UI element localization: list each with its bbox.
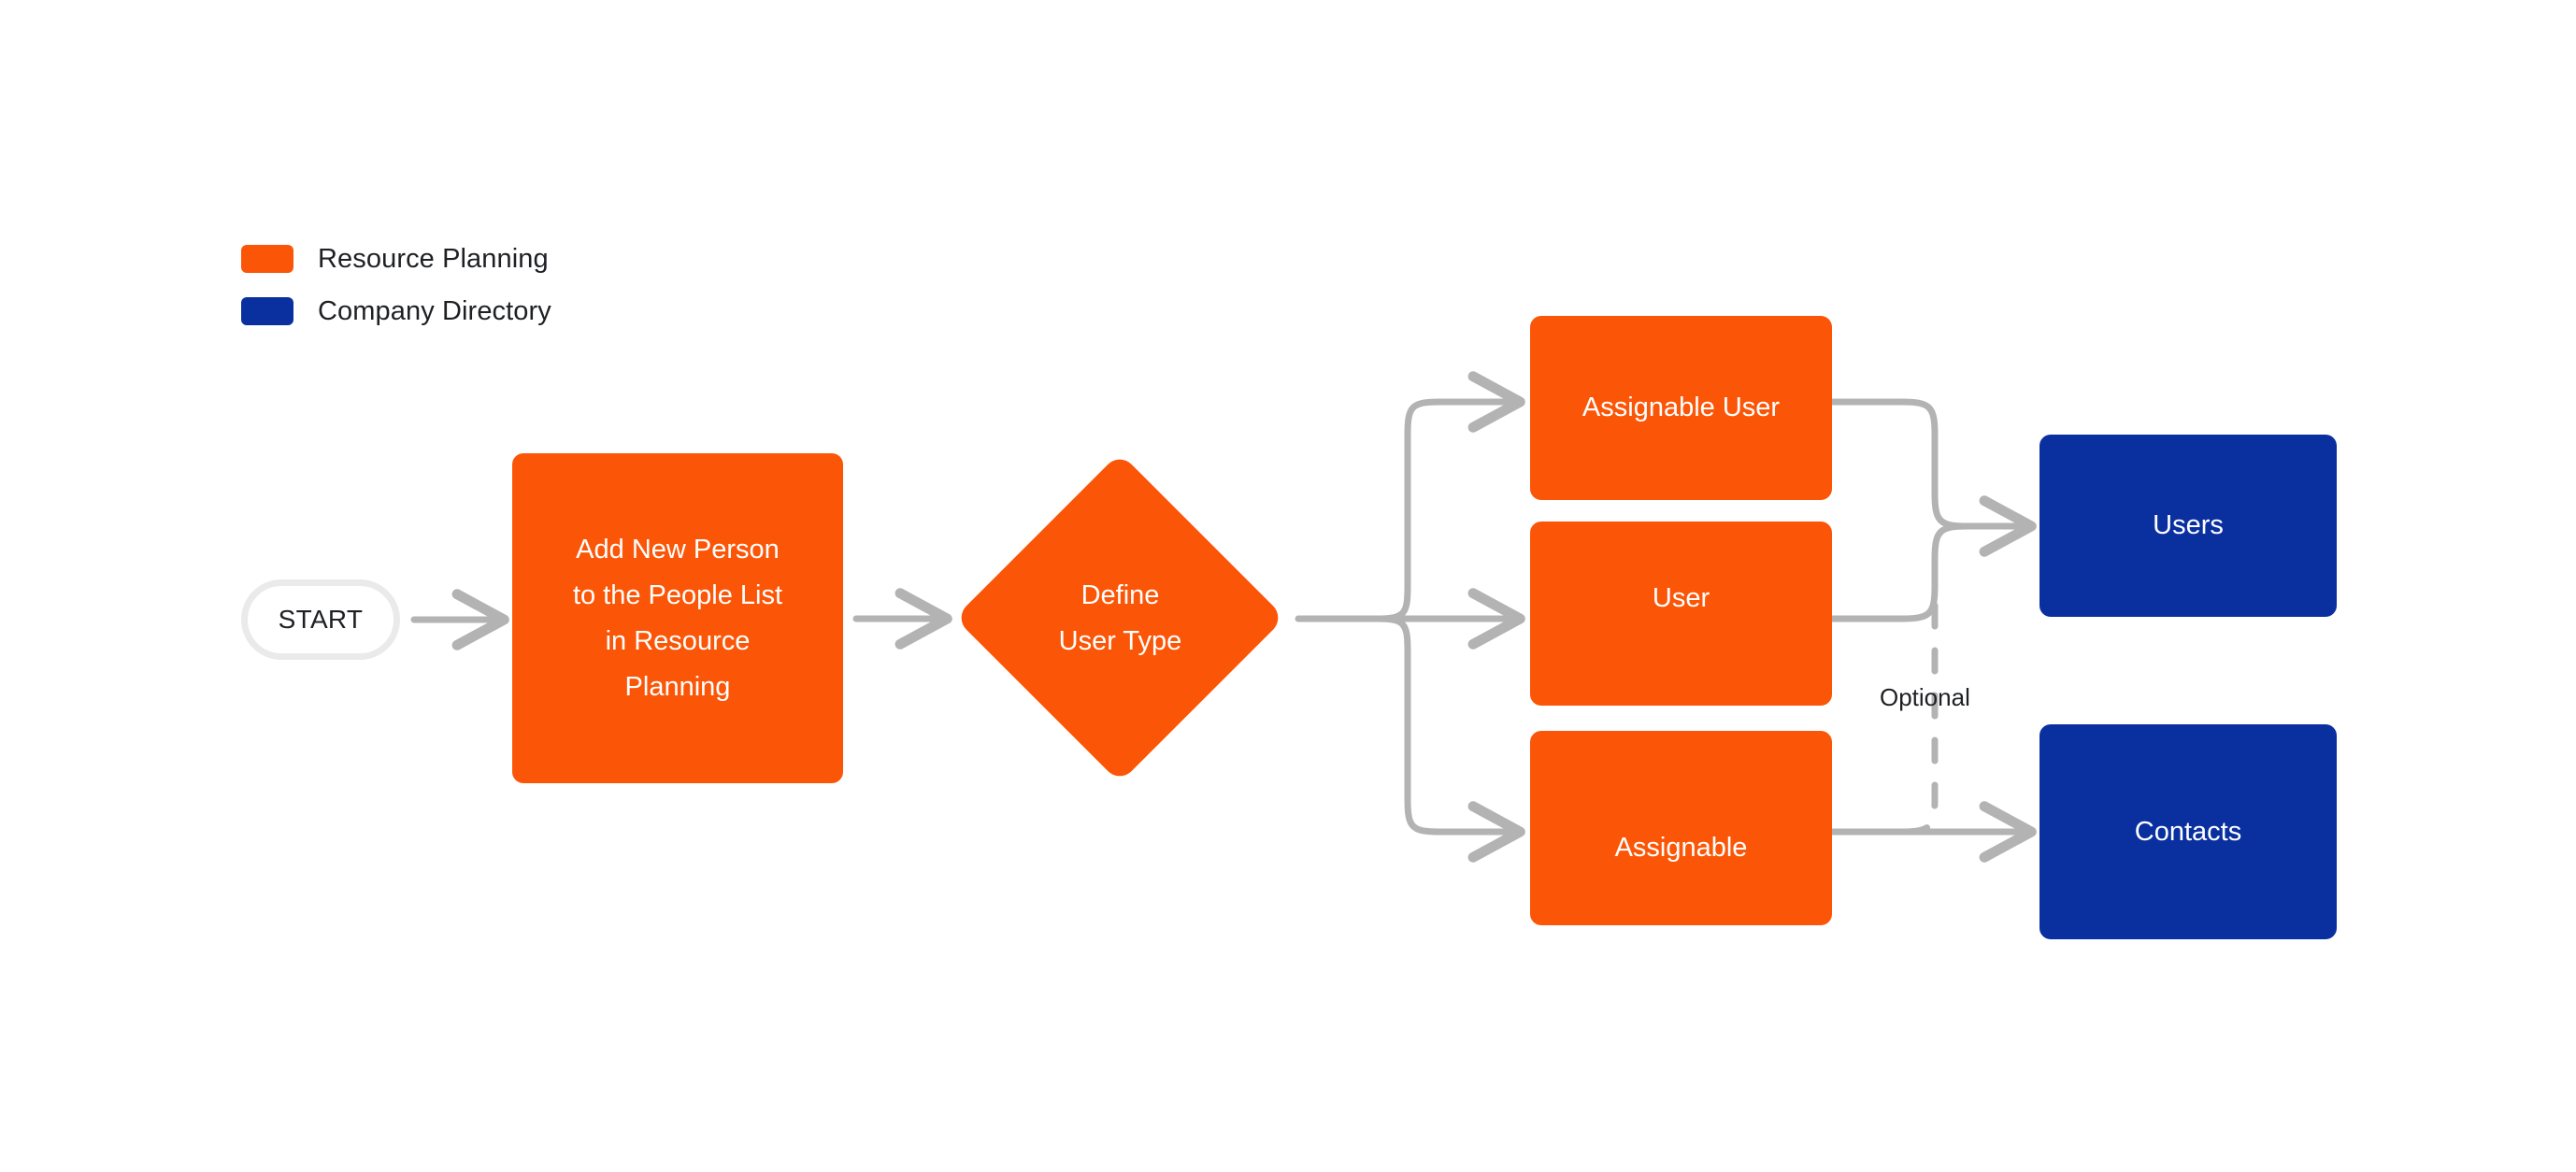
- legend-label-company-directory: Company Directory: [318, 295, 551, 326]
- node-start[interactable]: START: [241, 579, 400, 660]
- edge-define-to-assignable: [1373, 615, 1525, 863]
- legend-label-resource-planning: Resource Planning: [318, 243, 549, 274]
- node-start-label: START: [278, 605, 364, 634]
- node-assignable[interactable]: Assignable: [1530, 731, 1832, 925]
- node-define-user-type[interactable]: Define User Type: [954, 452, 1285, 783]
- node-add-new-person-label: Add New Person to the People List in Res…: [572, 534, 783, 702]
- node-define-user-type-label: Define User Type: [1058, 579, 1182, 656]
- legend: Resource Planning Company Directory: [241, 238, 551, 343]
- edge-assignable-user-to-users: [1828, 398, 2037, 557]
- node-assignable-user[interactable]: Assignable User: [1530, 316, 1832, 500]
- node-users-label: Users: [2153, 510, 2224, 540]
- node-users[interactable]: Users: [2039, 435, 2337, 617]
- node-define-user-type-label-wrap: Define User Type: [955, 453, 1285, 783]
- node-assignable-user-label: Assignable User: [1581, 393, 1781, 422]
- legend-swatch-resource-planning: [241, 245, 293, 273]
- node-assignable-label: Assignable: [1614, 833, 1748, 863]
- node-add-new-person[interactable]: Add New Person to the People List in Res…: [512, 453, 843, 783]
- edge-user-to-users: [1828, 522, 1971, 622]
- node-contacts-label: Contacts: [2134, 816, 2242, 847]
- edge-label-optional: Optional: [1880, 683, 1970, 711]
- node-user-label: User: [1652, 583, 1710, 613]
- node-contacts[interactable]: Contacts: [2039, 724, 2337, 939]
- legend-item-company-directory: Company Directory: [241, 291, 551, 332]
- edge-define-to-assignable-user: [1373, 371, 1525, 622]
- legend-item-resource-planning: Resource Planning: [241, 238, 551, 279]
- node-user[interactable]: User: [1530, 522, 1832, 706]
- legend-swatch-company-directory: [241, 297, 293, 325]
